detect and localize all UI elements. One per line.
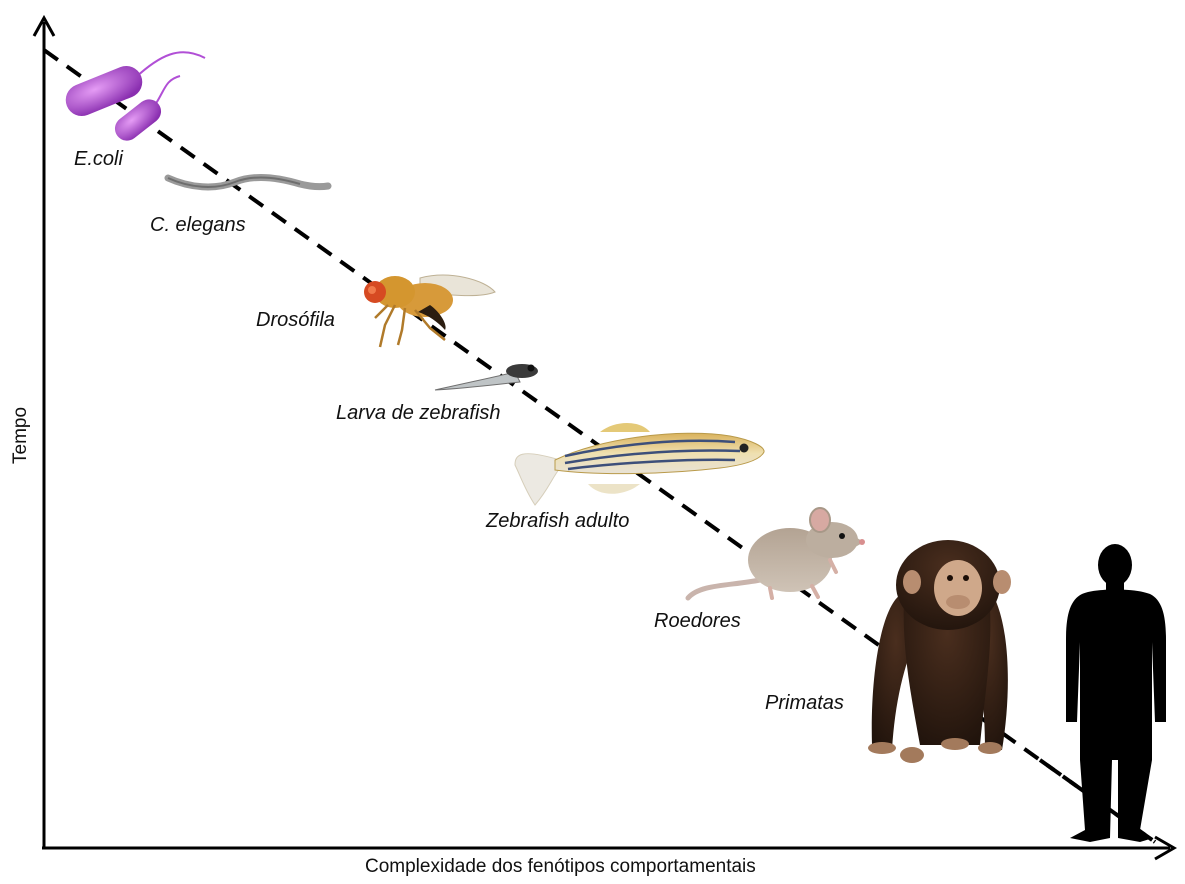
label-celegans: C. elegans [150, 214, 246, 237]
label-zebrafish-larva: Larva de zebrafish [336, 402, 501, 425]
worm-icon [168, 178, 328, 187]
label-ecoli: E.coli [74, 148, 123, 171]
fly-icon [364, 275, 495, 347]
fish-icon [515, 423, 764, 505]
label-zebrafish-adult: Zebrafish adulto [486, 510, 629, 533]
label-drosophila: Drosófila [256, 309, 335, 332]
y-axis-label: Tempo [10, 407, 32, 464]
x-axis-label: Complexidade dos fenótipos comportamenta… [365, 856, 756, 878]
label-rodents: Roedores [654, 610, 741, 633]
chimpanzee-icon [868, 540, 1011, 763]
bacteria-icon [61, 52, 205, 145]
rat-icon [688, 508, 865, 598]
y-axis [34, 18, 54, 848]
human-silhouette-icon [1066, 544, 1166, 842]
label-primates: Primatas [765, 692, 844, 715]
